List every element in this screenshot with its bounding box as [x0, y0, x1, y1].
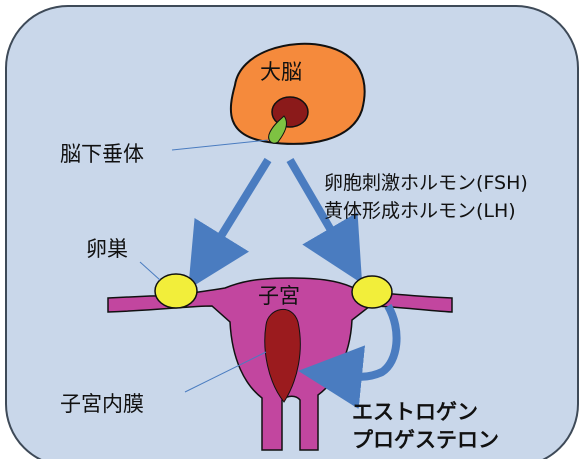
right-ovary [352, 276, 392, 308]
label-progesterone: プロゲステロン [352, 424, 499, 454]
label-lh: 黄体形成ホルモン(LH) [324, 196, 516, 223]
label-uterus: 子宮 [258, 280, 300, 310]
label-estrogen: エストロゲン [352, 396, 478, 426]
left-ovary [155, 274, 197, 308]
label-ovary: 卵巣 [86, 233, 128, 263]
label-fsh: 卵胞刺激ホルモン(FSH) [324, 168, 528, 195]
label-endometrium: 子宮内膜 [60, 388, 144, 418]
label-pituitary: 脳下垂体 [60, 138, 144, 168]
label-brain: 大脳 [260, 56, 302, 86]
